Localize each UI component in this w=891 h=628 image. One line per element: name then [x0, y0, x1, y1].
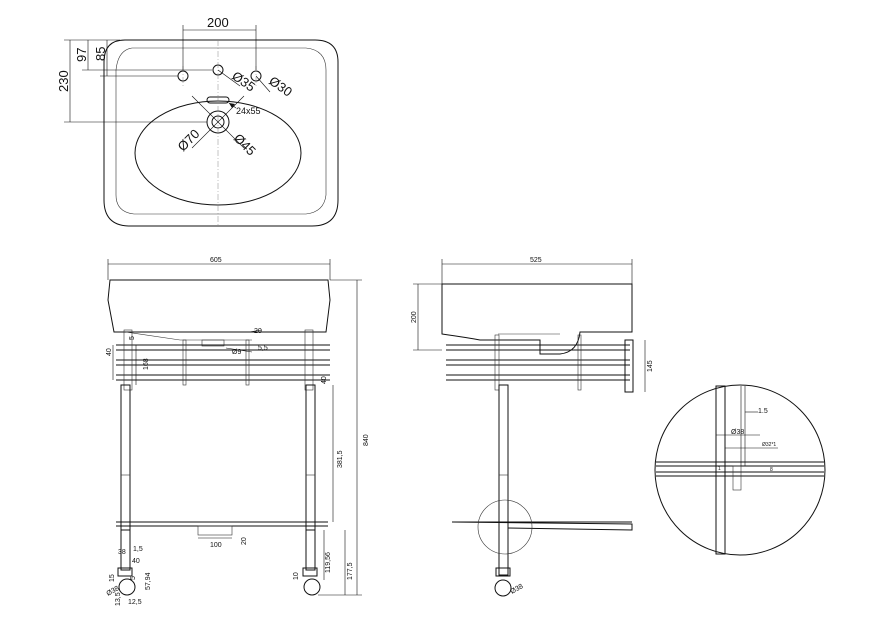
side-width: 525 — [530, 257, 542, 264]
dim-200: 200 — [207, 15, 229, 30]
dim-slot: 24x55 — [236, 106, 261, 116]
front-38: 38 — [118, 549, 126, 556]
front-5-5: 5,5 — [258, 345, 268, 352]
front-height-840: 840 — [363, 434, 370, 446]
front-12-5: 12,5 — [128, 599, 142, 606]
dim-97: 97 — [74, 48, 89, 62]
front-5b: 5 — [130, 576, 137, 580]
dim-230: 230 — [56, 70, 71, 92]
front-57-94: 57,94 — [145, 572, 152, 590]
detail-8: 8 — [770, 467, 773, 473]
front-15: 15 — [109, 574, 116, 582]
basin-outline — [103, 39, 339, 227]
front-foot-right — [303, 578, 321, 596]
front-40c: 40 — [132, 558, 140, 565]
front-20b: 20 — [241, 537, 248, 545]
front-40b: 40 — [321, 376, 328, 384]
side-leg — [498, 384, 509, 576]
detail-d38: Ø38 — [731, 429, 744, 436]
detail-circle — [654, 384, 826, 556]
side-foot — [494, 579, 512, 597]
basin-inner-rim — [115, 47, 327, 215]
side-detail-marker — [477, 499, 533, 555]
dim-d70: Ø70 — [175, 126, 203, 154]
front-basin — [107, 279, 331, 333]
front-leg-right — [305, 384, 316, 531]
front-381-5: 381,5 — [337, 450, 344, 468]
front-10: 10 — [293, 572, 300, 580]
dim-d30: Ø30 — [266, 73, 295, 99]
front-13-5: 13,5 — [115, 592, 122, 606]
front-leg-left — [120, 384, 131, 531]
front-20: 20 — [254, 328, 262, 335]
detail-1-5: 1.5 — [758, 408, 768, 415]
front-1-5: 1,5 — [133, 546, 143, 553]
front-d9: Ø9 — [232, 349, 241, 356]
side-basin — [441, 283, 633, 355]
top-view: 200 230 97 85 Ø35 Ø30 24x55 Ø70 Ø45 — [56, 15, 339, 227]
detail-1: 1 — [718, 466, 721, 472]
front-177-5: 177,5 — [347, 562, 354, 580]
front-100: 100 — [210, 542, 222, 549]
detail-view: Ø38 1.5 Ø32*1 1 8 — [654, 384, 826, 556]
front-width: 605 — [210, 257, 222, 264]
front-119-56: 119,56 — [325, 552, 332, 573]
front-view: 605 840 — [106, 257, 371, 606]
front-168: 168 — [143, 358, 150, 370]
dim-d45: Ø45 — [231, 131, 259, 159]
side-view: 525 200 145 Ø38 — [411, 257, 654, 597]
detail-d32: Ø32*1 — [762, 442, 776, 448]
front-foot-left — [118, 578, 136, 596]
front-5: 5 — [129, 336, 136, 340]
front-40a: 40 — [106, 348, 113, 356]
side-d38: Ø38 — [510, 583, 525, 596]
dim-85: 85 — [93, 47, 108, 61]
side-rail-145: 145 — [647, 360, 654, 372]
side-height: 200 — [411, 311, 418, 323]
